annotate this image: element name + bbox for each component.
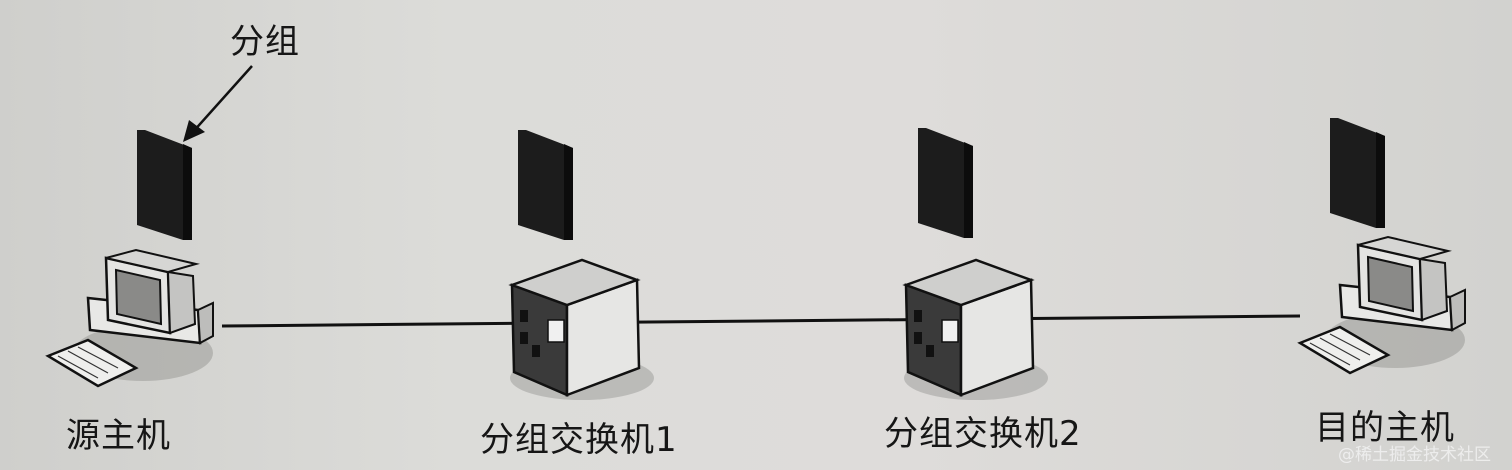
- arrow-icon: [183, 65, 253, 142]
- switch-2-icon: [902, 258, 1050, 402]
- packet-icon: [1330, 118, 1385, 228]
- packet-icon: [918, 128, 973, 238]
- switch-2-label: 分组交换机2: [884, 414, 1082, 454]
- network-link: [221, 314, 1301, 328]
- destination-host-computer-icon: [1298, 235, 1467, 375]
- destination-host-label: 目的主机: [1315, 408, 1455, 448]
- packet-icon: [518, 130, 573, 240]
- switch-1-label: 分组交换机1: [480, 420, 678, 460]
- packet-label: 分组: [230, 22, 300, 62]
- packet-icon: [137, 130, 192, 240]
- switch-1-icon: [508, 258, 656, 402]
- watermark: @稀土掘金技术社区: [1338, 445, 1491, 465]
- source-host-computer-icon: [46, 248, 215, 388]
- source-host-label: 源主机: [66, 416, 171, 456]
